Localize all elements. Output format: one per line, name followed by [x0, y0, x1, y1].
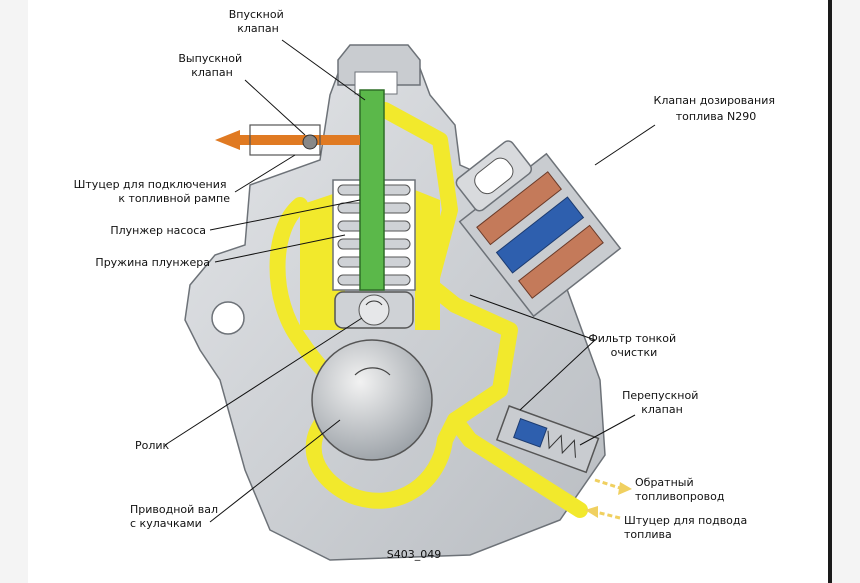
- roller: [334, 291, 414, 329]
- rail-outlet-arrow: [215, 130, 240, 150]
- supply-line-arrow: [595, 510, 621, 520]
- leader-inlet-valve: [281, 39, 366, 101]
- drive-shaft: [311, 339, 433, 461]
- return-line-arrowhead: [618, 482, 632, 495]
- leader-metering-valve: [594, 124, 656, 166]
- figure-code: S403_049: [387, 548, 441, 561]
- leader-bypass-valve: [579, 414, 636, 446]
- mounting-hole: [211, 301, 245, 335]
- leader-roller: [164, 317, 363, 446]
- label-inlet-valve: Впускной клапан: [229, 8, 288, 35]
- label-return-line: Обратный топливопровод: [635, 476, 725, 503]
- rail-fitting: [249, 124, 321, 156]
- label-plunger-spring: Пружина плунжера: [95, 256, 210, 269]
- label-outlet-valve: Выпускной клапан: [178, 52, 245, 79]
- leader-plunger-spring: [214, 234, 346, 263]
- pump-plunger: [359, 89, 385, 291]
- label-drive-shaft: Приводной вал с кулачками: [130, 503, 222, 530]
- outlet-valve-ball: [302, 134, 318, 150]
- label-supply-fitting: Штуцер для подвода топлива: [624, 514, 751, 541]
- drive-shaft-rotation-arrow: [354, 367, 391, 376]
- label-pump-plunger: Плунжер насоса: [110, 224, 206, 237]
- label-fine-filter: Фильтр тонкой очистки: [588, 332, 679, 359]
- metering-valve: [455, 140, 622, 318]
- label-bypass-valve: Перепускной клапан: [622, 389, 702, 416]
- page-margin-right: [832, 0, 860, 583]
- leader-pump-plunger: [209, 199, 361, 231]
- supply-line-arrowhead: [585, 506, 598, 518]
- leader-fine-filter: [469, 294, 596, 411]
- page-margin-left: [0, 0, 28, 583]
- label-rail-fitting: Штуцер для подключения к топливной рампе: [74, 178, 231, 205]
- bypass-valve: [495, 405, 600, 474]
- label-metering-valve: Клапан дозирования топлива N290: [654, 94, 779, 123]
- return-line-arrow: [594, 478, 621, 490]
- label-roller: Ролик: [135, 439, 170, 452]
- leader-rail-fitting: [234, 154, 296, 193]
- leader-drive-shaft: [209, 419, 341, 523]
- panel-right-border: [828, 0, 832, 583]
- leader-outlet-valve: [244, 79, 306, 136]
